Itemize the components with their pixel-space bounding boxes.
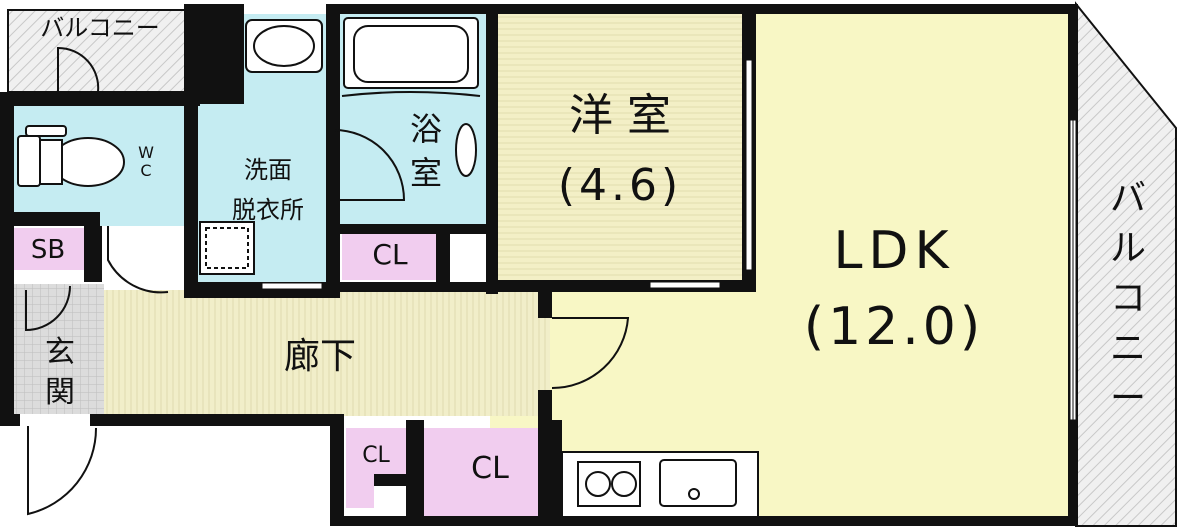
- bath-label-1: 浴: [410, 110, 442, 148]
- entrance-label-2: 関: [45, 375, 75, 410]
- corridor-area: [100, 290, 550, 416]
- western-room-label: 洋 室: [569, 90, 671, 141]
- stove-icon: [577, 461, 641, 507]
- western-side-opening: [745, 59, 753, 271]
- balcony-right-char: バ: [1110, 178, 1146, 219]
- balcony-right-char: コ: [1110, 278, 1146, 319]
- western-room-size: (4.6): [558, 160, 682, 211]
- closet-small-area: [346, 428, 406, 474]
- closet-bottom-area: [424, 428, 542, 518]
- bathtub-icon: [341, 17, 481, 177]
- closet-wash-area: [342, 232, 438, 280]
- door-icon[interactable]: [25, 46, 630, 516]
- wc-label-1: W: [138, 143, 154, 162]
- closet-small-lower: [346, 474, 374, 508]
- sink-icon: [659, 459, 737, 507]
- closet-bottom-label: CL: [471, 451, 509, 486]
- balcony-right-label: バ ル コ ニ ー: [1110, 178, 1146, 419]
- entrance-label-1: 玄: [45, 335, 75, 370]
- ldk-label: LDK: [833, 221, 954, 281]
- sb-label: SB: [31, 235, 65, 265]
- wc-label-2: C: [140, 161, 151, 180]
- balcony-right-char: ー: [1110, 378, 1146, 419]
- washbasin-icon: [245, 19, 323, 73]
- balcony-right-char: ル: [1110, 228, 1146, 269]
- entrance-step: [14, 416, 100, 524]
- washroom-label-2: 脱衣所: [232, 196, 304, 224]
- ldk-size: (12.0): [804, 297, 984, 357]
- balcony-right-char: ニ: [1110, 328, 1146, 369]
- corridor-label: 廊下: [284, 336, 356, 377]
- western-opening: [649, 281, 721, 289]
- washroom-opening: [261, 282, 323, 290]
- wc-opening: [100, 212, 184, 226]
- balcony-top-label: バルコニー: [40, 14, 160, 42]
- closet-wash-label: CL: [372, 238, 408, 271]
- western-room-area: [492, 14, 750, 282]
- sb-area: [14, 228, 84, 270]
- washroom-label-1: 洗面: [244, 156, 292, 184]
- bath-label-2: 室: [410, 154, 442, 192]
- entrance-area: [14, 284, 104, 414]
- closet-small-label: CL: [362, 443, 390, 468]
- toilet-icon: [17, 125, 125, 187]
- washing-machine-pan-icon: [199, 221, 255, 275]
